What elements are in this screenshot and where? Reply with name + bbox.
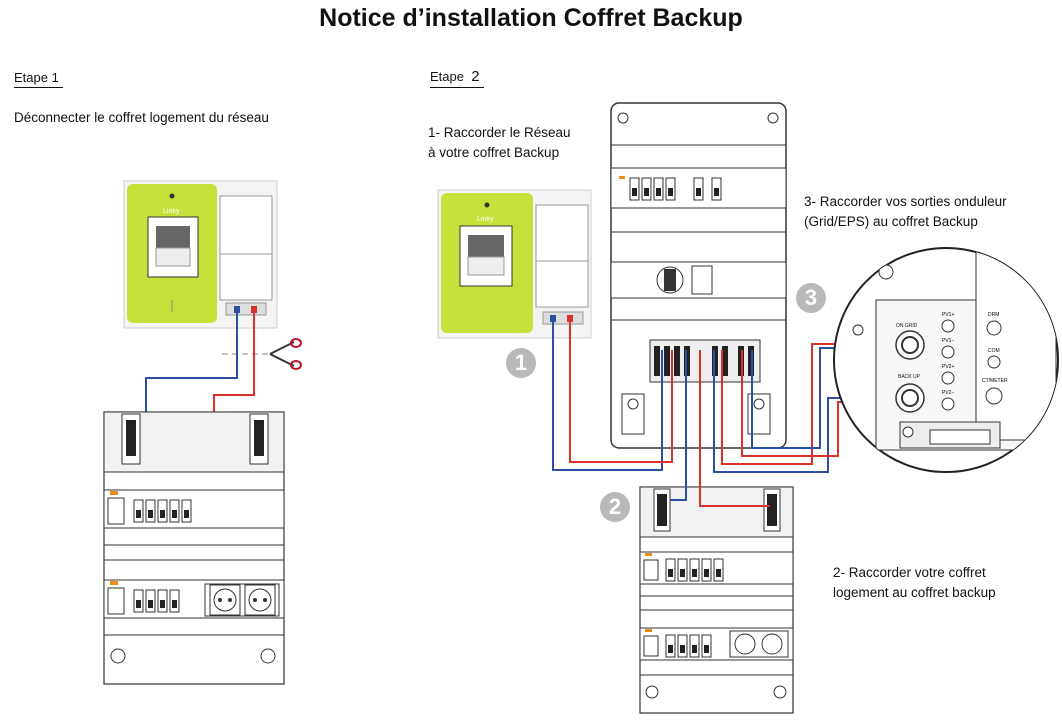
label-pv1-plus: PV1+ bbox=[942, 312, 954, 318]
label-pv2-plus: PV2+ bbox=[942, 364, 954, 370]
label-pv1-minus: PV1− bbox=[942, 338, 954, 344]
step-badge-3: 3 bbox=[796, 283, 826, 313]
label-pv2-minus: PV2− bbox=[942, 390, 954, 396]
housing-panel-step2 bbox=[639, 486, 794, 714]
step-badge-2: 2 bbox=[600, 492, 630, 522]
step-badge-1: 1 bbox=[506, 348, 536, 378]
inverter-detail: ON GRID BACK UP PV1+ PV1− PV2+ PV2− DRM … bbox=[833, 247, 1059, 473]
label-on-grid: ON GRID bbox=[896, 323, 918, 329]
step2-instruction-inverter: 3- Raccorder vos sorties onduleur (Grid/… bbox=[804, 194, 1007, 229]
label-backup: BACK UP bbox=[898, 374, 921, 380]
step1-label: Etape 1 bbox=[14, 70, 63, 88]
step1-instruction: Déconnecter le coffret logement du résea… bbox=[14, 110, 269, 125]
scissors-icon bbox=[269, 338, 302, 370]
linky-brand-text: Linky bbox=[163, 208, 180, 215]
housing-panel-step1 bbox=[103, 411, 285, 685]
label-com: COM bbox=[988, 348, 1000, 354]
page-title: Notice d’installation Coffret Backup bbox=[319, 4, 743, 32]
linky-meter-step2: Linky bbox=[437, 189, 592, 339]
linky-meter-step1: Linky bbox=[123, 180, 278, 329]
backup-coffret bbox=[610, 102, 787, 449]
step2-instruction-housing: 2- Raccorder votre coffret logement au c… bbox=[833, 565, 996, 600]
svg-text:Linky: Linky bbox=[477, 216, 494, 223]
label-ctmeter: CT/METER bbox=[982, 378, 1008, 384]
step2-instruction-network: 1- Raccorder le Réseau à votre coffret B… bbox=[428, 125, 571, 160]
step2-label: Etape 2 bbox=[430, 68, 484, 88]
label-drm: DRM bbox=[988, 312, 999, 318]
